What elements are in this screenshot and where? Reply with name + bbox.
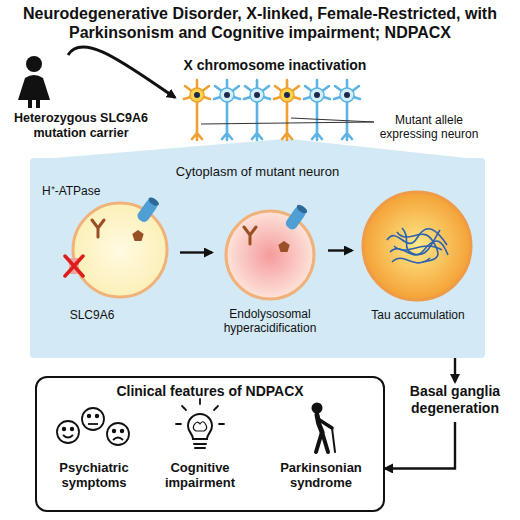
cargo-symbol (278, 241, 289, 252)
proton-pump (284, 203, 309, 231)
node-text: Endolysosomal hyperacidification (212, 307, 328, 335)
normal-neuron (214, 80, 240, 140)
vesicle-membrane (73, 203, 167, 297)
face-eye (71, 428, 74, 431)
pump-cap (295, 203, 308, 215)
woman-leg (36, 100, 40, 108)
vesicle-membrane (363, 192, 471, 300)
node-text: H⁺-ATPase (42, 184, 122, 198)
flow-arrow (454, 358, 456, 382)
node-text: Clinical features of NDPACX (37, 383, 383, 400)
cargo-symbol (132, 230, 143, 241)
x-inactivation-node: X chromosome inactivation (175, 55, 375, 140)
node-text: Tau accumulation (352, 308, 484, 322)
normal-neuron (244, 80, 270, 140)
vesicle-shape (352, 180, 484, 330)
person-torso (317, 415, 322, 432)
leader-line (291, 118, 374, 122)
face-mouth (63, 435, 73, 438)
vesicle-hyperacidified: Endolysosomal hyperacidification (212, 195, 328, 345)
label-text: Cognitive impairment (148, 460, 252, 491)
bulb-base (194, 444, 206, 448)
vesicle-membrane (226, 211, 314, 299)
normal-neuron (304, 80, 330, 140)
face-mouth (88, 423, 98, 425)
node-text: Cytoplasm of mutant neuron (30, 164, 485, 179)
node-text: X chromosome inactivation (175, 57, 375, 74)
tau-fibril (392, 258, 430, 263)
face-eye (121, 430, 124, 433)
cytoplasm-panel: Cytoplasm of mutant neuronH⁺-ATPaseSLC9A… (30, 158, 485, 358)
label-text: Parkinsonian syndrome (262, 460, 380, 491)
callout-wedge (30, 139, 485, 160)
normal-neuron (334, 80, 360, 140)
brain-symbol (193, 422, 206, 431)
clinical-box: Clinical features of NDPACX (35, 376, 385, 512)
mutant-neuron (274, 80, 300, 140)
tau-fibril (390, 241, 448, 255)
woman-leg (28, 100, 32, 108)
person-legs (316, 432, 328, 452)
flow-arrow (328, 249, 352, 251)
carrier-node: Heterozygous SLC9A6 mutation carrier (3, 55, 159, 155)
tau-fibril (394, 246, 442, 250)
woman-head (26, 56, 42, 72)
label-text: Mutant allele expressing neuron (374, 113, 484, 141)
tau-fibril (387, 229, 447, 245)
woman-icon (18, 56, 50, 108)
face-eye (96, 415, 99, 418)
elderly-person-icon (312, 403, 336, 453)
face-outline (107, 423, 129, 445)
person-arm (318, 419, 332, 428)
node-text: Basal ganglia degeneration (393, 383, 517, 416)
proton-pump (136, 196, 161, 224)
node-text: Heterozygous SLC9A6 mutation carrier (3, 111, 159, 141)
face-eye (88, 415, 91, 418)
face-mouth (113, 438, 123, 441)
vesicle-shape (40, 180, 180, 328)
face-eye (113, 430, 116, 433)
face-outline (57, 421, 79, 443)
flow-arrow (385, 422, 455, 468)
outcome-node: Basal ganglia degeneration (393, 382, 517, 422)
lightbulb-icon (176, 399, 224, 448)
face-eye (63, 428, 66, 431)
vesicle-tau: Tau accumulation (352, 180, 484, 330)
node-text: SLC9A6 (60, 308, 124, 322)
face-icons (57, 408, 129, 445)
leader-line (201, 122, 374, 124)
tau-fibril (402, 228, 440, 255)
bulb-outline (188, 414, 212, 439)
pump-cap (147, 196, 160, 208)
mutant-neuron (184, 80, 210, 140)
cross-mark (65, 256, 83, 276)
face-outline (82, 408, 104, 430)
flow-arrow (68, 47, 175, 98)
receptor-symbol (244, 227, 256, 244)
bulb-rays (176, 399, 224, 424)
woman-dress (18, 75, 50, 100)
label-text: Psychiatric symptoms (38, 460, 150, 491)
cane (332, 428, 335, 452)
person-head (312, 403, 323, 414)
diagram-title: Neurodegenerative Disorder, X-linked, Fe… (10, 4, 510, 42)
vesicle-normal: H⁺-ATPaseSLC9A6 (40, 180, 180, 328)
flow-arrow (180, 251, 212, 253)
receptor-symbol (92, 220, 104, 237)
